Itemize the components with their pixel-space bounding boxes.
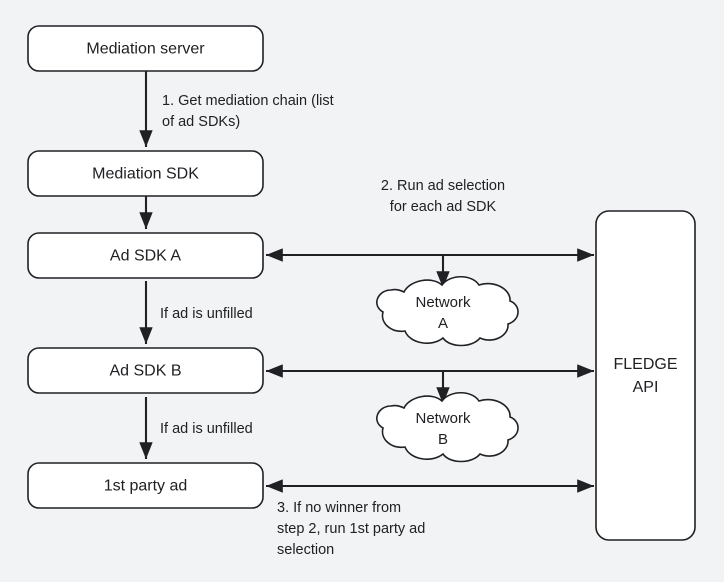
- fledge-api-box[interactable]: [595, 210, 696, 541]
- first-party-ad-label: 1st party ad: [104, 478, 188, 495]
- network-b-label-line1: Network: [415, 410, 471, 427]
- edge-label-unfilled-a: If ad is unfilled: [160, 306, 253, 322]
- ad-sdk-a-label: Ad SDK A: [110, 248, 181, 265]
- fledge-api-label-line1: FLEDGE: [613, 356, 677, 373]
- node-fledge-api[interactable]: FLEDGE API: [595, 210, 696, 541]
- edge-label-step2-line1: 2. Run ad selection: [381, 178, 505, 194]
- edge-label-step3-line1: 3. If no winner from: [277, 500, 401, 516]
- edge-label-step1-line1: 1. Get mediation chain (list: [162, 93, 334, 109]
- edge-label-step1-line2: of ad SDKs): [162, 114, 240, 130]
- network-b-label-line2: B: [438, 431, 448, 448]
- fledge-api-label-line2: API: [633, 379, 659, 396]
- edge-label-step3-line3: selection: [277, 542, 334, 558]
- node-ad-sdk-a[interactable]: Ad SDK A: [27, 232, 264, 279]
- node-ad-sdk-b[interactable]: Ad SDK B: [27, 347, 264, 394]
- mediation-sdk-label: Mediation SDK: [92, 166, 199, 183]
- network-b-cloud[interactable]: [376, 391, 519, 463]
- node-mediation-server[interactable]: Mediation server: [27, 25, 264, 72]
- mediation-server-box[interactable]: [27, 25, 264, 72]
- edge-label-unfilled-b: If ad is unfilled: [160, 421, 253, 437]
- node-network-b[interactable]: Network B: [376, 391, 519, 463]
- first-party-ad-box[interactable]: [27, 462, 264, 509]
- ad-sdk-b-box[interactable]: [27, 347, 264, 394]
- ad-sdk-a-box[interactable]: [27, 232, 264, 279]
- ad-sdk-b-label: Ad SDK B: [109, 363, 181, 380]
- edge-label-step2-line2: for each ad SDK: [390, 199, 497, 215]
- edge-label-step3-line2: step 2, run 1st party ad: [277, 521, 425, 537]
- network-a-label-line2: A: [438, 315, 448, 332]
- node-mediation-sdk[interactable]: Mediation SDK: [27, 150, 264, 197]
- network-a-cloud[interactable]: [376, 275, 519, 347]
- node-network-a[interactable]: Network A: [376, 275, 519, 347]
- node-first-party-ad[interactable]: 1st party ad: [27, 462, 264, 509]
- mediation-sdk-box[interactable]: [27, 150, 264, 197]
- network-a-label-line1: Network: [415, 294, 471, 311]
- mediation-server-label: Mediation server: [86, 41, 205, 58]
